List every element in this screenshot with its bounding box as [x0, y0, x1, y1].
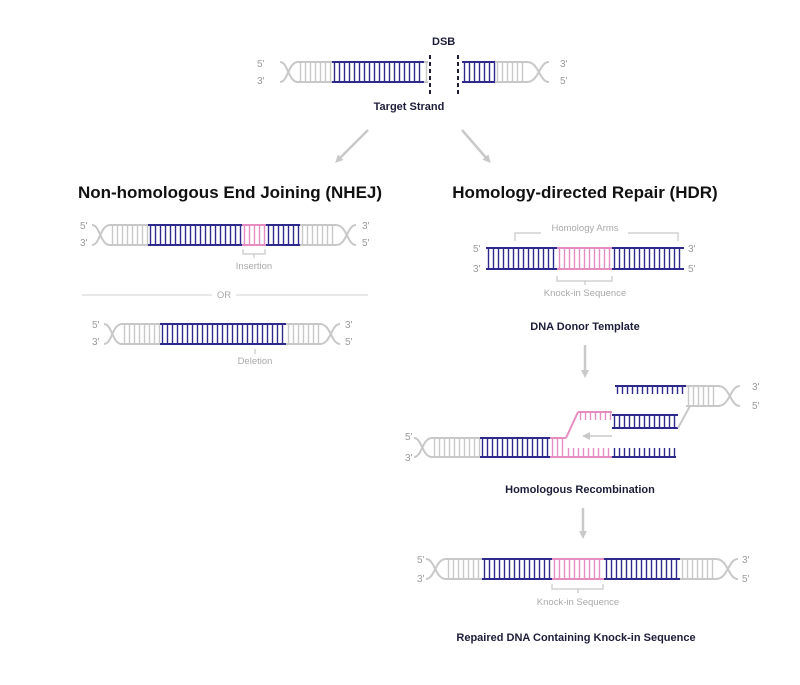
target-twist-right	[526, 61, 550, 83]
donor-5prime-right: 5'	[688, 264, 696, 275]
repaired-pink-knockin	[552, 558, 604, 580]
or-label: OR	[217, 290, 231, 301]
nhej-ins-3prime-right: 3'	[362, 221, 370, 232]
homology-arms-label: Homology Arms	[551, 223, 618, 234]
nhej-del-gray-right	[286, 323, 320, 345]
recomb-blue-left	[480, 437, 550, 458]
target-5prime-left: 5'	[257, 59, 265, 70]
deletion-label: Deletion	[238, 356, 273, 367]
repaired-3prime-left: 3'	[417, 574, 425, 585]
nhej-del-twist-left	[103, 323, 123, 345]
recomb-top-gray	[686, 385, 718, 407]
repaired-gray-right	[680, 558, 716, 580]
target-3prime-left: 3'	[257, 76, 265, 87]
homology-arms-bracket	[514, 232, 679, 241]
target-strand-caption: Target Strand	[374, 101, 445, 113]
target-blue-left	[332, 61, 424, 83]
recomb-blue-bottom-single	[612, 448, 676, 458]
insertion-label: Insertion	[236, 261, 272, 272]
knockin-bracket	[556, 276, 613, 285]
target-3prime-right: 3'	[560, 59, 568, 70]
nhej-ins-3prime-left: 3'	[80, 238, 88, 249]
nhej-del-blue	[160, 323, 286, 345]
hdr-title: Homology-directed Repair (HDR)	[452, 183, 717, 202]
nhej-ins-5prime-left: 5'	[80, 221, 88, 232]
nhej-ins-twist-right	[335, 224, 357, 246]
target-strand-dna	[279, 61, 550, 83]
repaired-caption: Repaired DNA Containing Knock-in Sequenc…	[456, 632, 695, 644]
donor-3prime-left: 3'	[473, 264, 481, 275]
recomb-pink-bottom-single	[566, 448, 612, 458]
donor-blue-left-arm	[486, 247, 557, 270]
recomb-top-blue-single	[615, 385, 686, 394]
dsb-label: DSB	[432, 36, 455, 48]
recombination-caption: Homologous Recombination	[505, 484, 655, 496]
recomb-3prime-left: 3'	[405, 453, 413, 464]
nhej-del-gray-left	[122, 323, 161, 345]
target-gray-left	[298, 61, 332, 83]
arrow-to-hdr	[461, 129, 491, 164]
donor-blue-right-arm	[612, 247, 684, 270]
recomb-5prime-left: 5'	[405, 432, 413, 443]
donor-template-dna	[486, 247, 684, 270]
nhej-title: Non-homologous End Joining (NHEJ)	[78, 183, 382, 202]
repaired-dna	[425, 558, 739, 580]
target-5prime-right: 5'	[560, 76, 568, 87]
repaired-twist-left	[425, 558, 447, 580]
nhej-ins-5prime-right: 5'	[362, 238, 370, 249]
nhej-del-5prime-left: 5'	[92, 320, 100, 331]
recomb-gray-left	[432, 437, 481, 458]
recomb-donor-blue	[612, 414, 678, 429]
nhej-ins-blue-left	[148, 224, 242, 246]
repaired-blue-left	[482, 558, 552, 580]
recomb-pink-joint	[550, 437, 566, 458]
repaired-5prime-left: 5'	[417, 555, 425, 566]
target-twist-left	[279, 61, 299, 83]
nhej-ins-gray-left	[110, 224, 149, 246]
nhej-deletion-dna	[103, 323, 341, 345]
nhej-del-5prime-right: 5'	[345, 337, 353, 348]
recombination-dna	[413, 385, 741, 458]
recomb-top-twist	[717, 385, 741, 407]
target-gray-cut	[424, 61, 428, 83]
target-gray-right	[495, 61, 527, 83]
donor-3prime-right: 3'	[688, 244, 696, 255]
repaired-blue-right	[604, 558, 680, 580]
nhej-insertion-dna	[91, 224, 357, 246]
recomb-top-3prime: 3'	[752, 382, 760, 393]
nhej-ins-pink-insert	[242, 224, 266, 246]
repaired-knockin-label: Knock-in Sequence	[537, 597, 619, 608]
nhej-del-3prime-right: 3'	[345, 320, 353, 331]
recomb-pink-synth	[578, 411, 612, 420]
repaired-5prime-right: 5'	[742, 574, 750, 585]
nhej-ins-twist-left	[91, 224, 111, 246]
target-blue-right	[462, 61, 496, 83]
repaired-3prime-right: 3'	[742, 555, 750, 566]
repaired-knockin-bracket	[551, 584, 604, 593]
arrow-to-nhej	[335, 129, 369, 163]
nhej-del-3prime-left: 3'	[92, 337, 100, 348]
recomb-top-5prime: 5'	[752, 401, 760, 412]
recomb-twist-left	[413, 437, 433, 458]
nhej-ins-gray-right	[300, 224, 336, 246]
donor-5prime-left: 5'	[473, 244, 481, 255]
knockin-label: Knock-in Sequence	[544, 288, 626, 299]
repaired-gray-left	[446, 558, 482, 580]
nhej-ins-blue-right	[266, 224, 300, 246]
repaired-twist-right	[715, 558, 739, 580]
donor-pink-knockin	[557, 247, 612, 270]
donor-caption: DNA Donor Template	[530, 321, 639, 333]
insertion-bracket	[242, 249, 266, 258]
nhej-del-twist-right	[319, 323, 341, 345]
